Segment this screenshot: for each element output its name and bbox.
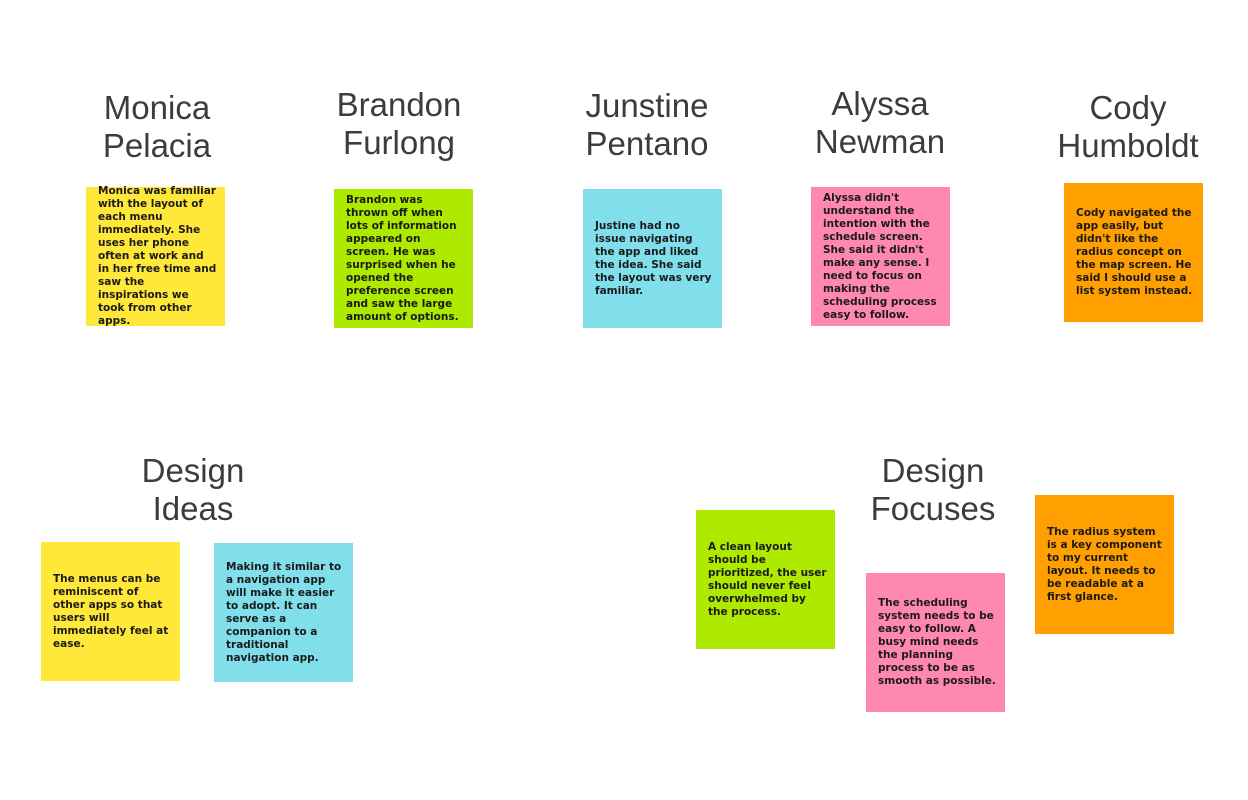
persona-name-justine: Junstine Pentano xyxy=(572,87,722,163)
heading-line: Ideas xyxy=(152,490,234,527)
sticky-note-text: Monica was familiar with the layout of e… xyxy=(98,185,217,327)
sticky-note-text: The scheduling system needs to be easy t… xyxy=(878,597,996,687)
sticky-note-justine[interactable]: Justine had no issue navigating the app … xyxy=(583,189,722,328)
persona-first-name: Junstine xyxy=(585,87,709,124)
persona-first-name: Monica xyxy=(103,89,211,126)
persona-first-name: Cody xyxy=(1089,89,1167,126)
sticky-note-alyssa[interactable]: Alyssa didn't understand the intention w… xyxy=(811,187,950,326)
sticky-note-text: Brandon was thrown off when lots of info… xyxy=(346,193,459,323)
sticky-note-brandon[interactable]: Brandon was thrown off when lots of info… xyxy=(334,189,473,328)
sticky-note-idea-menus[interactable]: The menus can be reminiscent of other ap… xyxy=(41,542,180,681)
sticky-note-focus-scheduling[interactable]: The scheduling system needs to be easy t… xyxy=(866,573,1005,712)
heading-line: Focuses xyxy=(870,490,996,527)
design-ideas-heading: Design Ideas xyxy=(118,452,268,528)
sticky-note-focus-clean-layout[interactable]: A clean layout should be prioritized, th… xyxy=(696,510,835,649)
sticky-note-text: Justine had no issue navigating the app … xyxy=(595,219,712,297)
persona-last-name: Humboldt xyxy=(1057,127,1199,164)
persona-name-monica: Monica Pelacia xyxy=(87,89,227,165)
sticky-note-text: A clean layout should be prioritized, th… xyxy=(708,540,827,618)
sticky-note-monica[interactable]: Monica was familiar with the layout of e… xyxy=(86,185,225,327)
heading-line: Design xyxy=(881,452,985,489)
sticky-note-text: Alyssa didn't understand the intention w… xyxy=(823,191,937,321)
sticky-note-text: Making it similar to a navigation app wi… xyxy=(226,560,342,664)
persona-first-name: Alyssa xyxy=(831,85,929,122)
persona-name-alyssa: Alyssa Newman xyxy=(805,85,955,161)
sticky-note-idea-navigation[interactable]: Making it similar to a navigation app wi… xyxy=(214,543,353,682)
persona-name-brandon: Brandon Furlong xyxy=(324,86,474,162)
persona-last-name: Newman xyxy=(814,123,946,160)
persona-last-name: Pentano xyxy=(585,125,709,162)
persona-last-name: Pelacia xyxy=(102,127,212,164)
sticky-note-focus-radius[interactable]: The radius system is a key component to … xyxy=(1035,495,1174,634)
persona-first-name: Brandon xyxy=(336,86,462,123)
persona-last-name: Furlong xyxy=(343,124,455,161)
sticky-note-text: Cody navigated the app easily, but didn'… xyxy=(1076,207,1193,297)
sticky-note-text: The menus can be reminiscent of other ap… xyxy=(53,572,169,650)
heading-line: Design xyxy=(141,452,245,489)
design-focuses-heading: Design Focuses xyxy=(858,452,1008,528)
sticky-note-cody[interactable]: Cody navigated the app easily, but didn'… xyxy=(1064,183,1203,322)
persona-name-cody: Cody Humboldt xyxy=(1048,89,1208,165)
sticky-note-text: The radius system is a key component to … xyxy=(1047,525,1162,603)
